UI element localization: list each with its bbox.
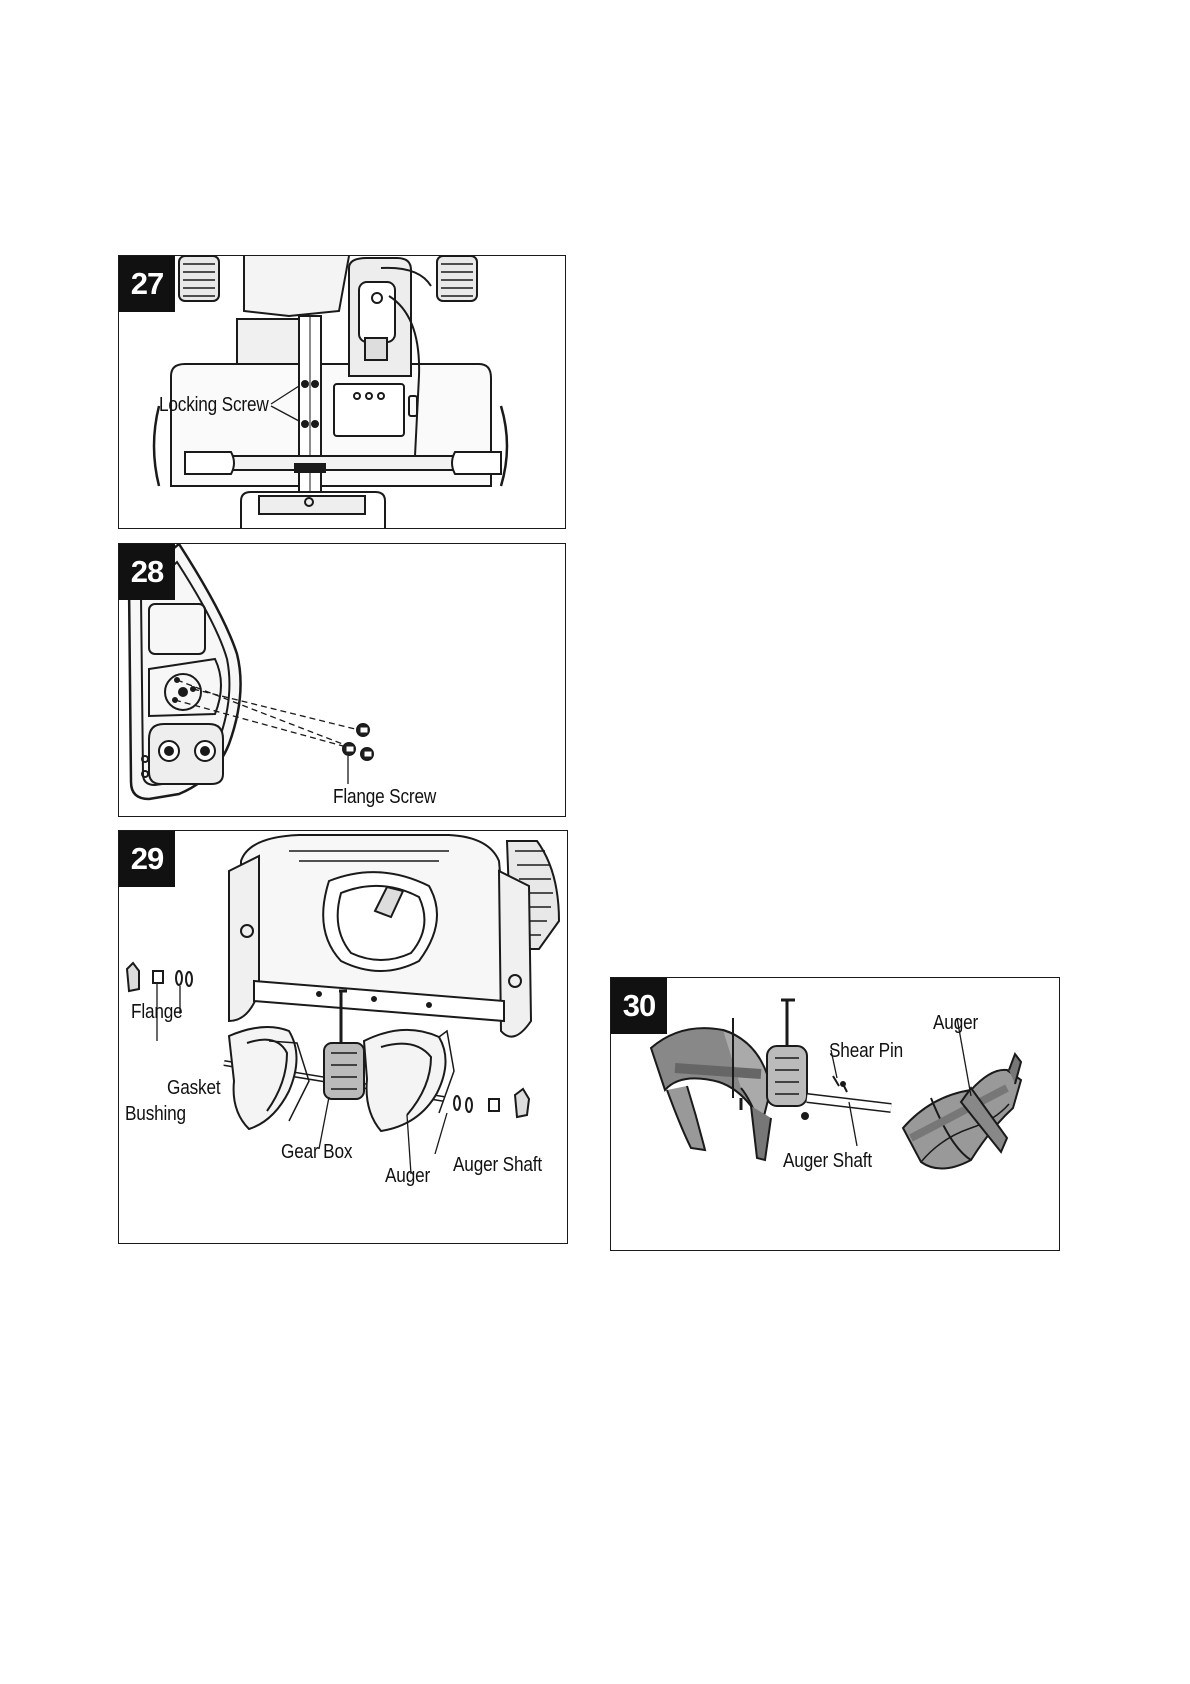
label-gear-box: Gear Box	[281, 1141, 352, 1164]
figure-number-badge: 28	[119, 544, 175, 600]
figure-29: 29	[118, 830, 568, 1244]
figure-number-badge: 29	[119, 831, 175, 887]
auger-exploded-view-illustration	[119, 831, 568, 1244]
figure-30: 30	[610, 977, 1060, 1251]
label-auger: Auger	[933, 1012, 978, 1035]
figure-number-badge: 30	[611, 978, 667, 1034]
auger-shaft-shear-pin-illustration	[611, 978, 1060, 1251]
label-flange-screw: Flange Screw	[333, 786, 436, 809]
label-flange: Flange	[131, 1001, 183, 1024]
label-shear-pin: Shear Pin	[829, 1040, 903, 1063]
figure-27: 27	[118, 255, 566, 529]
figure-number-badge: 27	[119, 256, 175, 312]
figure-28: 28	[118, 543, 566, 817]
label-auger-shaft: Auger Shaft	[783, 1150, 872, 1173]
auger-housing-side-plate-illustration	[119, 544, 566, 817]
label-auger: Auger	[385, 1165, 430, 1188]
snowblower-rear-handle-illustration	[119, 256, 566, 529]
label-locking-screw: Locking Screw	[159, 394, 269, 417]
label-gasket: Gasket	[167, 1077, 220, 1100]
label-bushing: Bushing	[125, 1103, 186, 1126]
label-auger-shaft: Auger Shaft	[453, 1154, 542, 1177]
